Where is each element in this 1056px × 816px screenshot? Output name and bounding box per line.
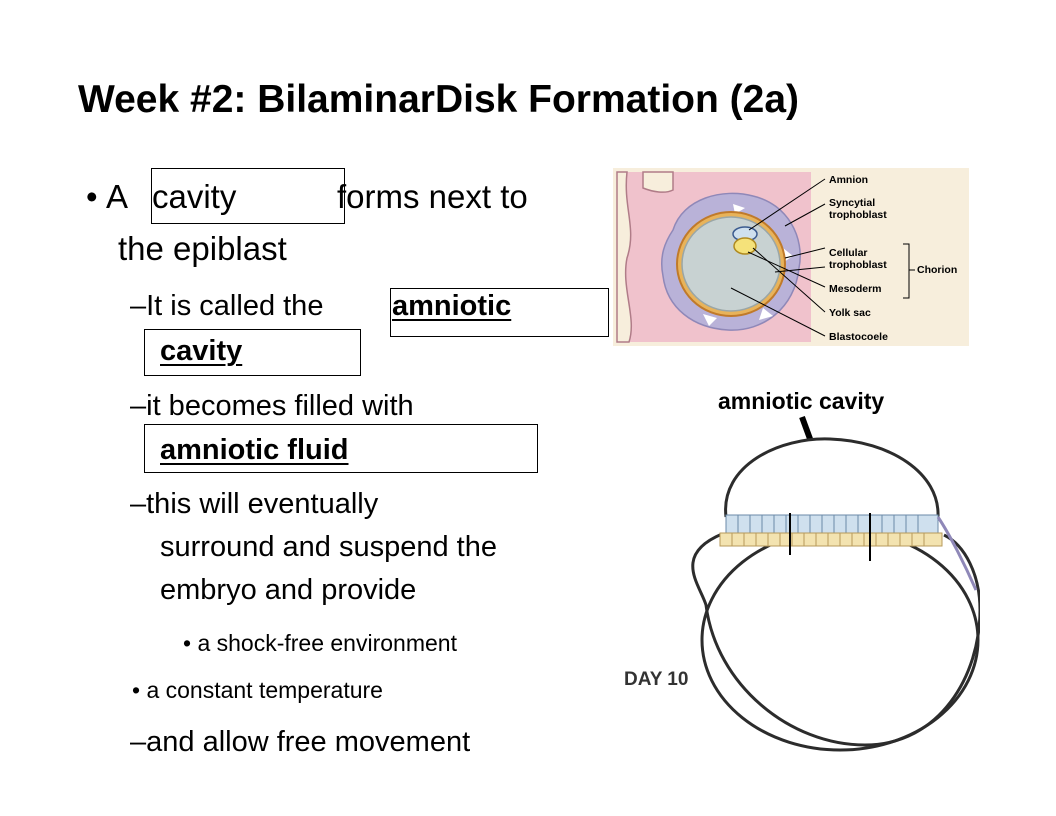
blastocoele [681, 216, 781, 312]
label-day-10: DAY 10 [624, 669, 688, 690]
lacuna [703, 314, 717, 326]
sub1-text: –It is called the [130, 290, 324, 322]
label-chorion: Chorion [917, 264, 957, 276]
lacuna [759, 308, 773, 320]
exocoelomic-cavity-wall [691, 532, 980, 747]
hypoblast-layer [719, 532, 943, 547]
answer-box-cavity [151, 168, 345, 224]
answer-box-amniotic-fluid [144, 424, 538, 473]
bullet-text-b: forms next to [337, 178, 528, 215]
tertiary-temperature: • a constant temperature [132, 677, 383, 703]
epiblast-layer [725, 514, 939, 534]
chorion-bracket [903, 243, 910, 299]
bullet-text-c: the epiblast [118, 230, 287, 267]
answer-box-amniotic [390, 288, 609, 337]
bullet-dot: • [86, 178, 98, 215]
label-blastocoele: Blastocoele [829, 331, 888, 343]
sub3-line3: embryo and provide [160, 574, 417, 606]
label-yolk-sac: Yolk sac [829, 307, 871, 319]
day10-embryo-diagram: DAY 10 [624, 415, 980, 752]
label-cellular-1: Cellular [829, 247, 868, 259]
blank-cavity-2: cavity [160, 335, 243, 367]
outer-ring [700, 528, 980, 752]
label-syncytial-1: Syncytial [829, 197, 875, 209]
label-leader-lines [730, 178, 826, 337]
blank-amniotic: amniotic [392, 290, 512, 322]
slide-title: Week #2: BilaminarDisk Formation (2a) [78, 78, 800, 121]
tertiary-shock-free: • a shock-free environment [183, 630, 457, 656]
bullet-text-a: A [106, 178, 129, 215]
extraembryonic-membrane [936, 516, 978, 591]
blank-amniotic-fluid: amniotic fluid [160, 434, 349, 466]
sub4-text: –and allow free movement [130, 726, 471, 758]
sub3-line2: surround and suspend the [160, 531, 497, 563]
sub3-line1: –this will eventually [130, 488, 379, 520]
label-cellular-2: trophoblast [829, 259, 887, 271]
answer-box-cavity-2 [144, 329, 361, 376]
label-syncytial-2: trophoblast [829, 209, 887, 221]
label-amnion: Amnion [829, 174, 868, 186]
figure-caption-amniotic-cavity: amniotic cavity [718, 388, 885, 414]
amniotic-dome [724, 437, 940, 518]
blank-cavity: cavity [152, 178, 237, 215]
yolk-sac [733, 237, 757, 255]
uterine-gland [616, 171, 633, 343]
sub2-text: –it becomes filled with [130, 390, 414, 422]
label-mesoderm: Mesoderm [829, 283, 882, 295]
uterine-surface [642, 171, 674, 193]
blastocyst-diagram: Amnion Syncytial trophoblast Cellular tr… [613, 168, 969, 346]
